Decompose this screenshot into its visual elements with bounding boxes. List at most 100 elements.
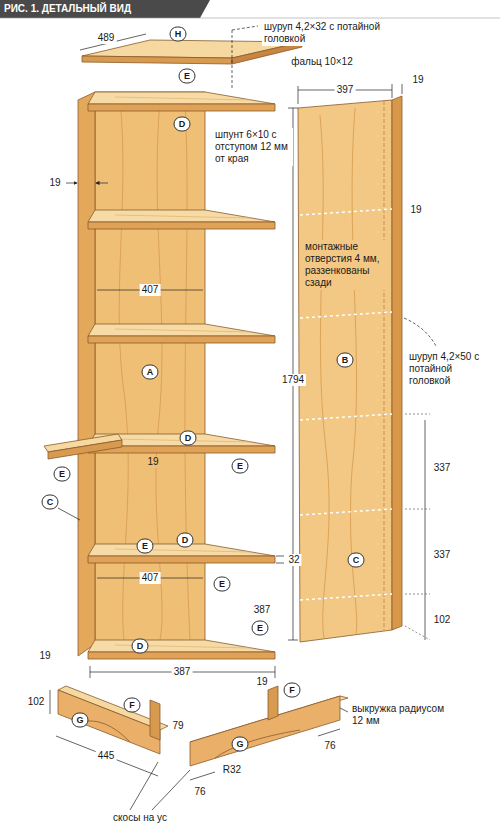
board-face [298, 100, 392, 642]
dimension-line [96, 183, 108, 184]
board-face [48, 440, 122, 459]
dimension-value: 387 [172, 666, 193, 678]
dimension-value: 19 [254, 676, 269, 688]
dimension-line [288, 640, 298, 641]
dimension-line [275, 666, 276, 678]
dimension-line [50, 690, 51, 714]
figure-title: РИС. 1. ДЕТАЛЬНЫЙ ВИД [4, 3, 131, 15]
board-face [200, 0, 210, 18]
note-text: выкружка радиусом 12 мм [350, 702, 454, 728]
dimension-value: 397 [335, 84, 356, 96]
callout-letter: B [337, 353, 354, 368]
dimension-value: скосы на ус [111, 812, 169, 824]
dimension-value: 337 [432, 462, 453, 474]
shelf-board [88, 640, 275, 659]
dimension-value: фальц 10×12 [289, 56, 354, 68]
dimension-line [405, 414, 430, 415]
dimension-value: 79 [170, 720, 185, 732]
dimension-value: 19 [145, 456, 160, 468]
dimension-line [300, 594, 392, 600]
board-face [0, 0, 200, 18]
dimension-line [276, 556, 284, 557]
callout-letter: E [214, 577, 231, 592]
dimension-line [300, 509, 392, 515]
dimension-value: 76 [192, 786, 207, 798]
dimension-line [300, 312, 392, 318]
dimension-value: 102 [432, 614, 453, 626]
callout-letter: D [174, 117, 191, 132]
callout-letter: G [232, 737, 249, 752]
note-text: шуруп 4,2×50 с потайной головкой [407, 350, 497, 388]
dimension-value: 19 [408, 204, 423, 216]
callout-letter: E [179, 69, 196, 84]
callout-letter: F [284, 683, 301, 698]
callout-letter: H [170, 27, 187, 42]
wood-grain [80, 721, 130, 742]
dimension-line [300, 414, 392, 420]
callout-letter: E [232, 459, 249, 474]
dimension-line [300, 209, 392, 215]
wood-grain [215, 730, 300, 758]
dimension-value: 489 [96, 32, 117, 44]
board-face [190, 696, 340, 766]
dimension-line [392, 84, 393, 98]
dimension-line [0, 18, 500, 19]
dimension-value: 19 [37, 650, 52, 662]
dimension-line [318, 729, 340, 736]
callout-letter: D [177, 533, 194, 548]
dimension-line [340, 708, 348, 712]
dimension-line [288, 108, 298, 109]
board-face [268, 686, 278, 720]
dimension-value: R32 [221, 764, 243, 776]
dimension-value: 1794 [280, 374, 306, 386]
dimension-line [405, 594, 430, 595]
dimension-value: 76 [322, 740, 337, 752]
dimension-line [190, 772, 215, 780]
dimension-value: 387 [252, 604, 273, 616]
callout-letter: E [137, 539, 154, 554]
board-face [82, 56, 232, 64]
board-face [300, 209, 392, 600]
dimension-value: 445 [96, 750, 117, 762]
callout-letter: E [252, 621, 269, 636]
note-text: монтажные отверстия 4 мм, раззенкованы с… [303, 240, 387, 290]
callout-letter: D [180, 431, 197, 446]
dimension-value: 19 [47, 177, 62, 189]
callout-letter: D [132, 639, 149, 654]
dimension-value: 407 [140, 284, 161, 296]
callout-letter: G [72, 713, 89, 728]
dimension-line [298, 86, 299, 104]
board-face [78, 92, 95, 656]
callout-letter: A [142, 365, 159, 380]
dimension-line [66, 183, 77, 184]
dimension-value: 19 [410, 74, 425, 86]
board-face [58, 690, 160, 754]
callout-letter: C [42, 495, 59, 510]
note-text: шуруп 4,2×32 с потайной головкой [262, 20, 396, 46]
dimension-value: 32 [286, 554, 301, 566]
dimension-line [425, 420, 426, 640]
shelf-board [88, 92, 275, 111]
dimension-line [405, 509, 430, 510]
board-face [392, 96, 402, 630]
dimension-value: 102 [26, 696, 47, 708]
dimension-line [276, 563, 284, 564]
note-text: шпунт 6×10 с отступом 12 мм от края [213, 128, 293, 166]
dimension-line [90, 666, 91, 678]
callout-letter: C [348, 553, 365, 568]
shelf-board [88, 210, 275, 229]
dimension-line [232, 30, 233, 88]
shelf-board [88, 324, 275, 343]
dimension-line [405, 626, 430, 640]
dimension-line [384, 101, 385, 630]
dimension-line [152, 770, 190, 810]
dimension-line [402, 84, 403, 94]
dimension-line [130, 762, 158, 810]
dimension-line [58, 508, 80, 520]
board-face [150, 700, 160, 740]
wood-grain [404, 318, 436, 346]
callout-letter: E [54, 467, 71, 482]
dimension-line [232, 26, 258, 30]
dimension-value: 337 [432, 549, 453, 561]
